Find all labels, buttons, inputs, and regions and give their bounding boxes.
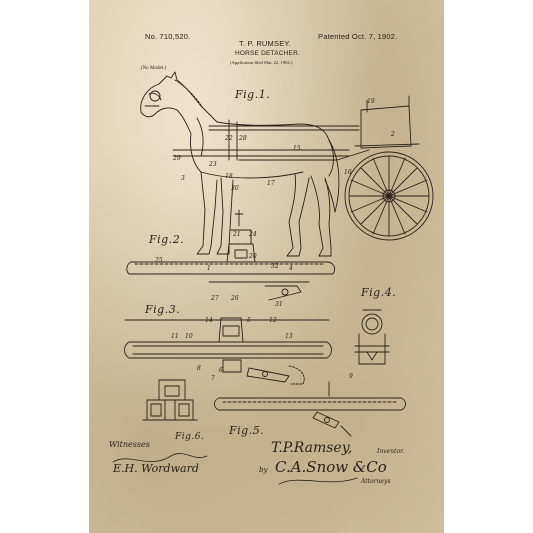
- witness-signature: E.H. Wordward: [113, 462, 199, 475]
- witnesses-label: Witnesses: [109, 440, 150, 449]
- attorneys-label: Attorneys: [361, 478, 391, 485]
- patent-drawings: 19 2 16 22 28 29 23 18 15 3 30 17 25 21 …: [89, 0, 444, 533]
- ref-numeral: 21: [232, 231, 241, 238]
- fig3-drawing: [125, 318, 332, 384]
- figure-4-caption: Fig.4.: [361, 286, 397, 299]
- inventor-signature: T.P.Ramsey,: [271, 440, 353, 456]
- ref-numeral: 19: [367, 98, 375, 105]
- ref-numeral: 25: [154, 257, 163, 264]
- ref-numeral: 32: [271, 263, 279, 270]
- fig6-drawing: [143, 380, 197, 420]
- ref-numeral: 7: [211, 375, 215, 382]
- application-date: (Application filed Mar. 22, 1902.): [230, 60, 293, 65]
- ref-numeral: 31: [275, 301, 283, 308]
- patent-number: No. 710,520.: [145, 32, 191, 41]
- attorney-signature: C.A.Snow &Co: [275, 458, 387, 476]
- figure-1-caption: Fig.1.: [235, 88, 271, 101]
- ref-numeral: 11: [171, 333, 179, 340]
- figure-6-caption: Fig.6.: [175, 432, 205, 442]
- figure-5-caption: Fig.5.: [229, 424, 265, 437]
- ref-numeral: 30: [231, 185, 239, 192]
- carriage-drawing: [345, 96, 433, 240]
- ref-numeral: 9: [349, 373, 353, 380]
- reference-numerals: 19 2 16 22 28 29 23 18 15 3 30 17 25 21 …: [154, 98, 395, 382]
- figure-2-caption: Fig.2.: [149, 233, 185, 246]
- ref-numeral: 1: [207, 265, 211, 272]
- ref-numeral: 20: [248, 253, 257, 260]
- ref-numeral: 16: [344, 169, 352, 176]
- ref-numeral: 26: [230, 295, 239, 302]
- ref-numeral: 10: [185, 333, 193, 340]
- horse-drawing: [141, 72, 369, 256]
- ref-numeral: 6: [219, 367, 223, 374]
- ref-numeral: 13: [285, 333, 293, 340]
- ref-numeral: 22: [224, 135, 233, 142]
- ref-numeral: 24: [248, 231, 257, 238]
- ref-numeral: 3: [181, 175, 185, 182]
- ref-numeral: 23: [208, 161, 217, 168]
- ref-numeral: 5: [247, 317, 251, 324]
- ref-numeral: 27: [210, 295, 219, 302]
- ref-numeral: 18: [225, 173, 233, 180]
- fig5-drawing: [215, 382, 406, 436]
- inventor-label: Inventor.: [377, 448, 405, 455]
- ref-numeral: 4: [288, 265, 293, 272]
- ref-numeral: 2: [390, 131, 395, 138]
- ref-numeral: 29: [172, 155, 181, 162]
- no-model-note: (No Model.): [141, 66, 166, 71]
- signature-flourishes: [113, 453, 357, 484]
- ref-numeral: 8: [197, 365, 201, 372]
- ref-numeral: 15: [293, 145, 301, 152]
- by-label: by: [259, 466, 268, 474]
- ref-numeral: 14: [205, 317, 213, 324]
- fig4-drawing: [355, 310, 389, 364]
- patent-sheet: No. 710,520. T. P. RUMSEY. HORSE DETACHE…: [89, 0, 444, 533]
- ref-numeral: 12: [269, 317, 277, 324]
- patented-date: Patented Oct. 7, 1902.: [318, 32, 398, 41]
- inventor-name-header: T. P. RUMSEY.: [239, 39, 291, 48]
- ref-numeral: 28: [238, 135, 247, 142]
- figure-3-caption: Fig.3.: [145, 303, 181, 316]
- fig2-drawing: [127, 210, 335, 300]
- ref-numeral: 17: [267, 180, 275, 187]
- patent-title: HORSE DETACHER.: [235, 50, 300, 57]
